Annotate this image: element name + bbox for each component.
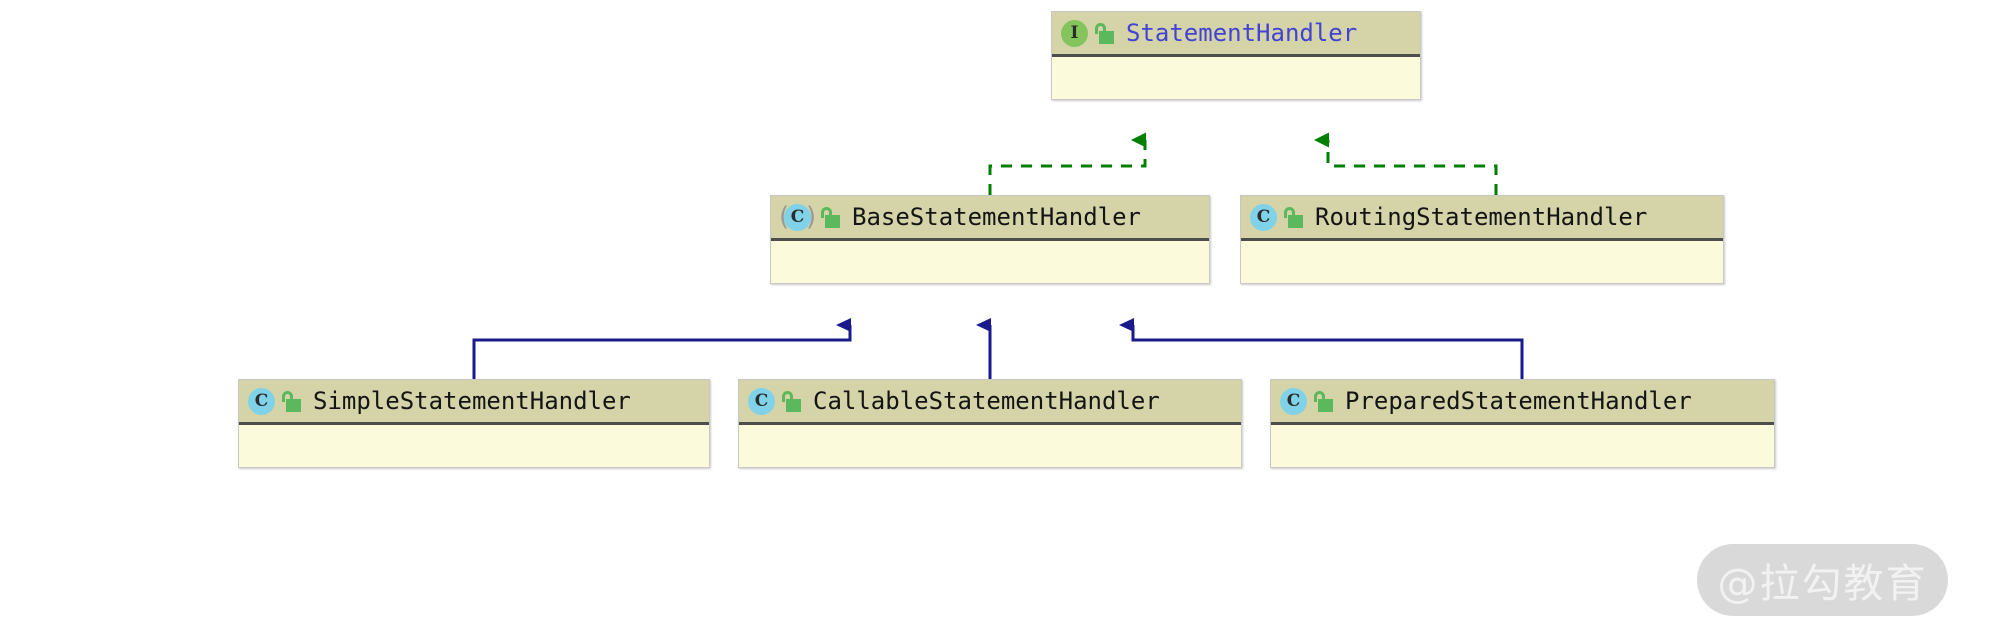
unlock-icon <box>821 206 840 228</box>
class-icon: C <box>248 387 275 415</box>
edge-simple-extends-base <box>472 318 852 379</box>
uml-node-title: SimpleStatementHandler <box>313 387 631 415</box>
unlock-icon <box>782 390 801 412</box>
uml-node-title: BaseStatementHandler <box>852 203 1141 231</box>
edge-base-implements-statement <box>988 132 1147 195</box>
unlock-icon <box>1314 390 1333 412</box>
uml-node-members <box>739 425 1241 467</box>
uml-node-header: C SimpleStatementHandler <box>239 380 709 425</box>
uml-node-header: C RoutingStatementHandler <box>1241 196 1723 241</box>
edge-routing-implements-statement <box>1314 132 1498 195</box>
unlock-icon <box>282 390 301 412</box>
class-icon: C <box>1280 387 1307 415</box>
unlock-icon <box>1095 22 1114 44</box>
uml-node-header: ( C ) BaseStatementHandler <box>771 196 1209 241</box>
uml-node-simple-statement-handler[interactable]: C SimpleStatementHandler <box>238 379 710 468</box>
uml-node-base-statement-handler[interactable]: ( C ) BaseStatementHandler <box>770 195 1210 284</box>
uml-node-members <box>1271 425 1774 467</box>
watermark-text: @拉勾教育 <box>1717 561 1928 607</box>
uml-node-routing-statement-handler[interactable]: C RoutingStatementHandler <box>1240 195 1724 284</box>
edge-prepared-extends-base <box>1119 318 1524 379</box>
uml-node-title: PreparedStatementHandler <box>1345 387 1692 415</box>
uml-node-statement-handler[interactable]: I StatementHandler <box>1051 11 1421 100</box>
watermark: @拉勾教育 <box>1697 544 1948 616</box>
uml-node-header: I StatementHandler <box>1052 12 1420 57</box>
uml-node-members <box>1052 57 1420 99</box>
uml-node-header: C PreparedStatementHandler <box>1271 380 1774 425</box>
uml-node-members <box>771 241 1209 283</box>
uml-node-members <box>239 425 709 467</box>
uml-node-title: CallableStatementHandler <box>813 387 1160 415</box>
uml-node-members <box>1241 241 1723 283</box>
interface-icon: I <box>1061 19 1088 47</box>
class-icon: C <box>748 387 775 415</box>
class-icon: C <box>1250 203 1277 231</box>
uml-node-header: C CallableStatementHandler <box>739 380 1241 425</box>
uml-node-prepared-statement-handler[interactable]: C PreparedStatementHandler <box>1270 379 1775 468</box>
uml-node-callable-statement-handler[interactable]: C CallableStatementHandler <box>738 379 1242 468</box>
unlock-icon <box>1284 206 1303 228</box>
uml-node-title: RoutingStatementHandler <box>1315 203 1648 231</box>
uml-node-title: StatementHandler <box>1126 19 1358 47</box>
abstract-class-icon: ( C ) <box>779 203 816 231</box>
